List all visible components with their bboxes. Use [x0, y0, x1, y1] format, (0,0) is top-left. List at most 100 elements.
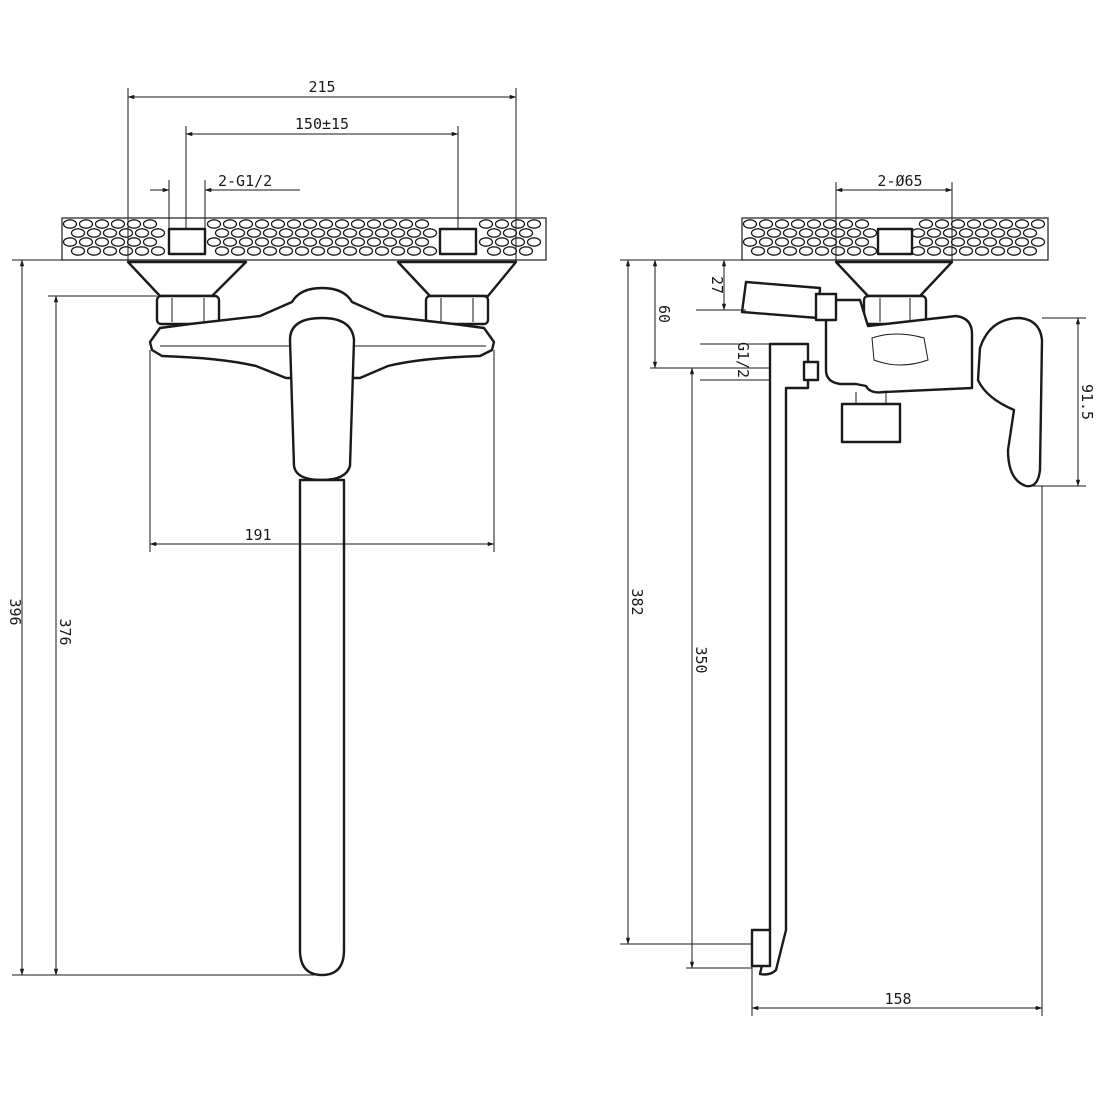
wall-pebble: [822, 237, 838, 247]
wall-pebble: [990, 246, 1006, 256]
wall-pebble: [974, 246, 990, 256]
wall-pebble: [102, 246, 118, 256]
wall-pebble: [374, 228, 390, 238]
wall-pebble: [350, 219, 366, 229]
wall-pebble: [958, 246, 974, 256]
dim-27: 27: [696, 259, 746, 311]
wall-pebble: [118, 228, 134, 238]
dim-overall-width-label: 215: [308, 78, 335, 96]
wall-pebble: [510, 237, 526, 247]
wall-pebble: [350, 237, 366, 247]
wall-pebble: [318, 219, 334, 229]
wall-pebble: [94, 237, 110, 247]
wall-pebble: [798, 246, 814, 256]
side-view: 2-Ø65 27 60 G1/2 91.5: [620, 172, 1096, 1016]
diverter: [840, 402, 902, 444]
wall-pebble: [342, 228, 358, 238]
wall-pebble: [1022, 246, 1038, 256]
wall-pebble: [942, 246, 958, 256]
wall-pebble: [758, 219, 774, 229]
wall-pebble: [990, 228, 1006, 238]
wall-pebble: [62, 237, 78, 247]
lever-handle: [288, 316, 356, 482]
wall-pebble: [374, 246, 390, 256]
wall-pebble: [206, 237, 222, 247]
wall-pebble: [318, 237, 334, 247]
wall-pebble: [86, 228, 102, 238]
wall-pebble: [302, 219, 318, 229]
wall-pebble: [742, 219, 758, 229]
wall-pebble: [806, 219, 822, 229]
dim-phi65: 2-Ø65: [835, 172, 953, 262]
wall-pebble: [1014, 237, 1030, 247]
wall-pebble: [278, 246, 294, 256]
wall-pebble: [326, 246, 342, 256]
wall-pebble: [70, 228, 86, 238]
wall-pebble: [950, 237, 966, 247]
dim-inlet-thread-label: 2-G1/2: [218, 172, 272, 190]
wall-pebble: [206, 219, 222, 229]
wall-pebble: [246, 228, 262, 238]
wall-pebble: [102, 228, 118, 238]
wall-pebble: [342, 246, 358, 256]
wall-pebble: [766, 246, 782, 256]
wall-pebble: [782, 228, 798, 238]
wall-pebble: [526, 219, 542, 229]
spout-aerator: [750, 928, 772, 968]
dim-60: 60: [650, 259, 770, 369]
wall-pebble: [422, 246, 438, 256]
wall-pebble: [966, 237, 982, 247]
dim-flange-diameter-label: 2-Ø65: [877, 172, 922, 190]
wall-pebble: [110, 219, 126, 229]
dim-handle-height-label: 91.5: [1078, 384, 1096, 420]
wall-pebble: [126, 237, 142, 247]
wall-pebble: [910, 246, 926, 256]
wall-pebble: [406, 246, 422, 256]
wall-pebble: [398, 219, 414, 229]
wall-pebble: [94, 219, 110, 229]
wall-pebble: [294, 246, 310, 256]
wall-pebble: [934, 237, 950, 247]
wall-pebble: [1022, 228, 1038, 238]
wall-pebble: [934, 219, 950, 229]
wall-pebble: [942, 228, 958, 238]
wall-pebble: [238, 237, 254, 247]
side-lever-handle: [976, 316, 1044, 488]
wall-pebble: [1014, 219, 1030, 229]
dim-body-width-label: 191: [244, 526, 271, 544]
dim-g12: 2-G1/2: [150, 172, 300, 230]
wall-pebble: [270, 237, 286, 247]
wall-pebble: [214, 228, 230, 238]
wall-pebble: [862, 246, 878, 256]
wall-pebble: [510, 219, 526, 229]
wall-pebble: [838, 219, 854, 229]
wall-pebble: [910, 228, 926, 238]
wall-pebble: [406, 228, 422, 238]
side-wall-section: [741, 217, 1049, 261]
dim-215: 215: [127, 78, 517, 262]
spout: [298, 478, 346, 977]
wall-pebble: [494, 219, 510, 229]
wall-pebble: [238, 219, 254, 229]
wall-pebble: [142, 219, 158, 229]
wall-pebble: [918, 237, 934, 247]
dim-376: 376: [48, 295, 157, 976]
dim-offset-60-label: 60: [655, 305, 673, 323]
dim-side-spout-height-label: 350: [692, 646, 710, 673]
wall-pebble: [78, 237, 94, 247]
side-connector: [740, 280, 822, 320]
side-spout: [758, 342, 810, 976]
wall-pebble: [774, 237, 790, 247]
wall-pebble: [478, 219, 494, 229]
dim-g12-side: G1/2: [700, 342, 770, 381]
wall-pebble: [486, 228, 502, 238]
wall-pebble: [230, 246, 246, 256]
dim-915: 91.5: [1026, 317, 1096, 487]
wall-pebble: [1006, 246, 1022, 256]
front-view: 215 150±15 2-G1/2 191: [6, 78, 547, 977]
wall-pebble: [358, 228, 374, 238]
side-inlet-stub: [876, 227, 914, 256]
wall-pebble: [862, 228, 878, 238]
wall-pebble: [310, 246, 326, 256]
